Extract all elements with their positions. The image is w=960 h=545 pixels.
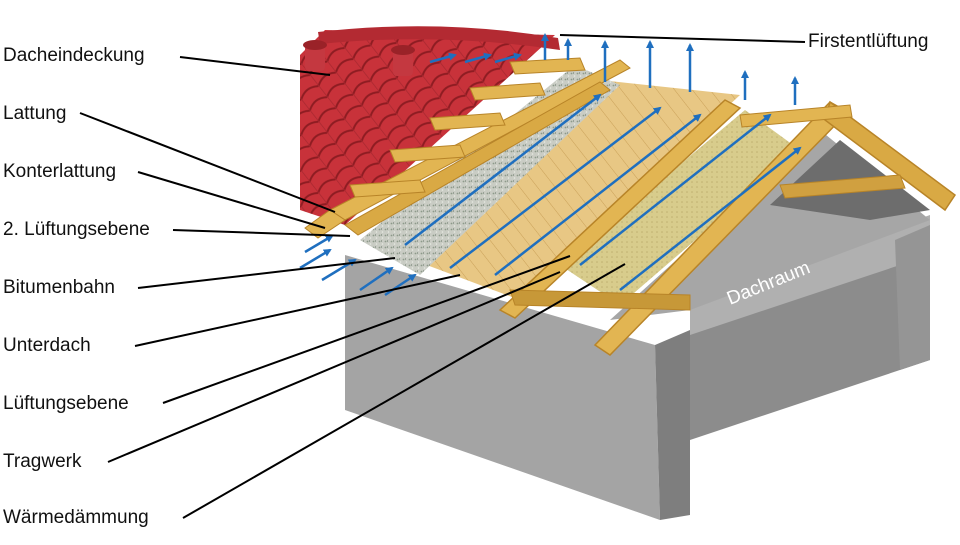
label-dacheindeckung: Dacheindeckung (3, 45, 145, 66)
leader-lueftungsebene (162, 255, 571, 404)
concrete-walls (345, 215, 930, 520)
label-lattung: Lattung (3, 103, 67, 124)
roof-vents (303, 40, 415, 76)
tile-arrow (494, 52, 522, 64)
rafters (498, 99, 957, 356)
label-unterdach: Unterdach (3, 335, 91, 356)
eave-arrow (384, 273, 417, 297)
inner-floor (690, 215, 930, 335)
label-konterlattung: Konterlattung (3, 161, 117, 182)
leader-lines (79, 34, 806, 519)
flow-arrow-insulation (619, 146, 802, 291)
airflow-arrows (299, 33, 802, 297)
eave-arrow (299, 248, 332, 270)
roof-boards (400, 80, 740, 300)
flow-arrow-board (449, 106, 662, 269)
roof-tiles (300, 30, 555, 225)
label-lueftungsebene: Lüftungsebene (3, 393, 129, 414)
back-wall (690, 250, 930, 440)
leader-waermedaemmung (182, 263, 626, 519)
eave-arrow (359, 266, 394, 292)
flow-arrow-gravel (404, 93, 602, 246)
flow-arrow-board (494, 113, 702, 276)
leader-lattung (79, 112, 336, 213)
leader-dacheindeckung (179, 56, 331, 76)
right-pillar (895, 225, 930, 370)
front-wall (345, 255, 660, 520)
eave-arrow (304, 234, 334, 254)
leader-unterdach (134, 274, 461, 347)
label-bitumenbahn: Bitumenbahn (3, 277, 115, 298)
leader-lueftungsebene2 (172, 229, 351, 237)
label-lueftungsebene2: 2. Lüftungsebene (3, 219, 150, 240)
flow-arrow-insulation (579, 113, 772, 266)
leader-tragwerk (107, 271, 561, 463)
leader-bitumenbahn (137, 257, 396, 289)
leader-konterlattung (137, 171, 326, 229)
ridge-tile (318, 26, 560, 50)
battens (304, 57, 631, 239)
insulation-layer (560, 110, 800, 305)
leader-firstentlueftung (559, 34, 806, 43)
tile-arrow (464, 52, 492, 64)
label-firstentlueftung: Firstentlüftung (808, 31, 929, 52)
label-tragwerk: Tragwerk (3, 451, 82, 472)
side-wall (655, 330, 690, 520)
label-waermedaemmung: Wärmedämmung (3, 507, 149, 528)
tile-arrow (429, 52, 457, 64)
